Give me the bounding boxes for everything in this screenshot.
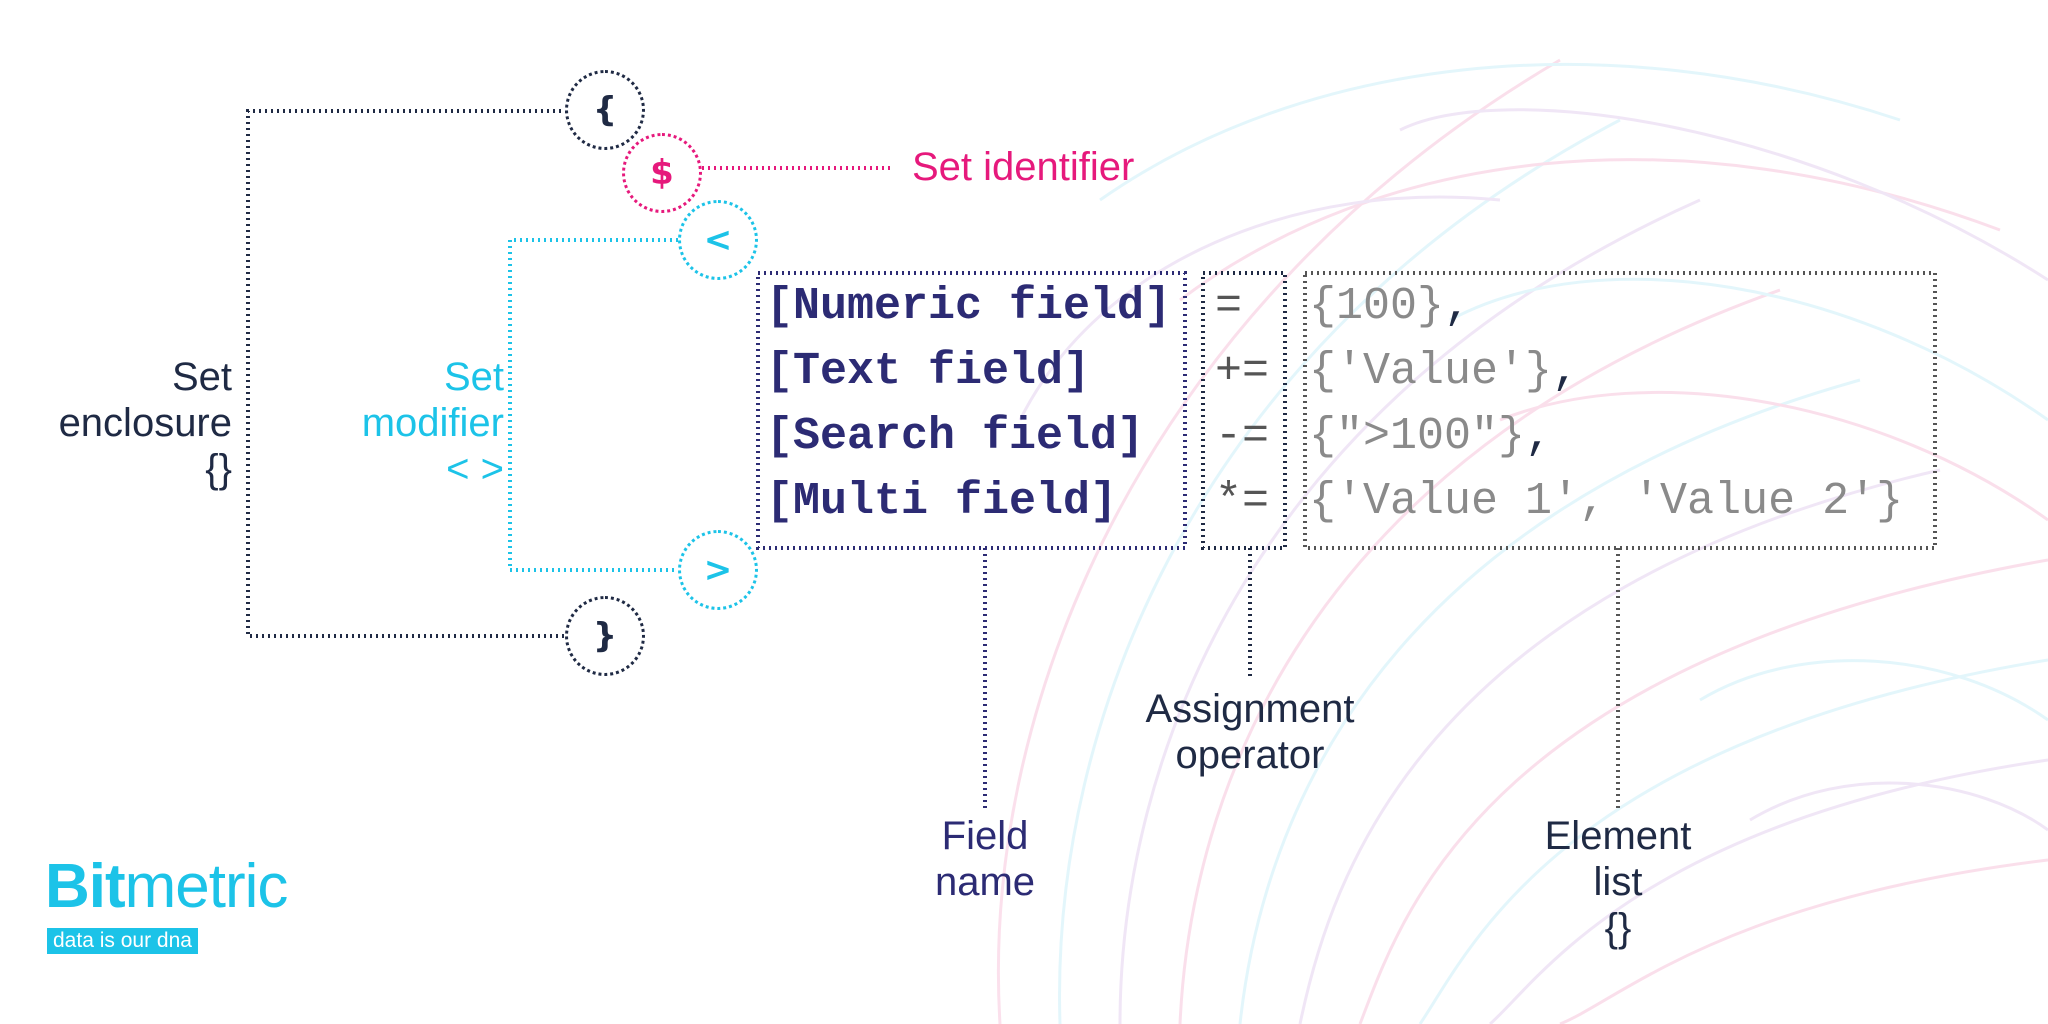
logo-tagline: data is our dna: [47, 928, 198, 954]
field-name-box: [756, 271, 1187, 550]
greater-than-symbol: >: [703, 550, 733, 590]
element-list-row-2: {'Value'},: [1309, 347, 1579, 397]
set-modifier-line3: < >: [446, 447, 504, 491]
field-name-callout-line2: name: [934, 860, 1036, 904]
element-separator-row-2: ,: [1552, 346, 1580, 397]
set-modifier-label: Set modifier < >: [304, 354, 504, 492]
set-modifier-line1: Set: [443, 355, 504, 399]
element-list-callout-line3: {}: [1604, 906, 1632, 950]
element-values-row-4: {'Value 1', 'Value 2'}: [1309, 476, 1904, 527]
assignment-operator-callout: Assignment operator: [1100, 686, 1400, 778]
dollar-icon: $: [650, 153, 674, 193]
element-list-callout-line2: list: [1593, 860, 1643, 904]
field-name-callout-line1: Field: [941, 814, 1029, 858]
field-name-row-4: [Multi field]: [766, 476, 1118, 527]
set-modifier-line2: modifier: [361, 401, 504, 445]
element-values-row-3: {">100"}: [1309, 411, 1526, 462]
set-enclosure-line1: Set: [171, 355, 232, 399]
element-values-row-1: {100}: [1309, 281, 1445, 332]
element-list-callout: Element list {}: [1468, 813, 1768, 951]
element-list-row-4: {'Value 1', 'Value 2'}: [1309, 477, 1903, 527]
assignment-operator-callout-line2: operator: [1175, 733, 1325, 777]
field-name-row-2: [Text field]: [766, 346, 1091, 397]
close-brace-symbol: }: [592, 616, 618, 656]
field-name-callout: Field name: [885, 813, 1085, 905]
set-enclosure-label: Set enclosure {}: [32, 354, 232, 492]
operator-row-1: =: [1215, 281, 1243, 332]
element-list-row-3: {">100"},: [1309, 412, 1552, 462]
logo-bold-text: Bit: [45, 852, 126, 921]
enclosure-close-node: }: [565, 596, 645, 676]
element-values-row-2: {'Value'}: [1309, 346, 1553, 397]
field-name-row-1: [Numeric field]: [766, 281, 1172, 332]
set-enclosure-line3: {}: [205, 447, 232, 491]
operator-row-3: -=: [1215, 411, 1270, 462]
operator-row-2: +=: [1215, 346, 1270, 397]
element-list-row-1: {100},: [1309, 282, 1471, 332]
modifier-bracket-line: [508, 238, 678, 572]
modifier-close-node: >: [678, 530, 758, 610]
bitmetric-logo: Bitmetric: [45, 852, 289, 922]
enclosure-open-node: {: [565, 70, 645, 150]
less-than-symbol: <: [703, 220, 733, 260]
open-brace-symbol: {: [592, 90, 618, 130]
field-name-row-3: [Search field]: [766, 411, 1145, 462]
enclosure-bracket-line: [246, 109, 567, 638]
set-identifier-label: Set identifier: [912, 145, 1135, 189]
identifier-node: $: [622, 133, 702, 213]
element-separator-row-1: ,: [1444, 281, 1472, 332]
assignment-operator-callout-line1: Assignment: [1145, 687, 1355, 731]
operator-box: [1201, 271, 1287, 550]
element-list-callout-line1: Element: [1544, 814, 1692, 858]
element-separator-row-3: ,: [1525, 411, 1553, 462]
set-enclosure-line2: enclosure: [58, 401, 232, 445]
modifier-open-node: <: [678, 200, 758, 280]
operator-row-4: *=: [1215, 476, 1270, 527]
logo-light-text: metric: [124, 852, 289, 921]
